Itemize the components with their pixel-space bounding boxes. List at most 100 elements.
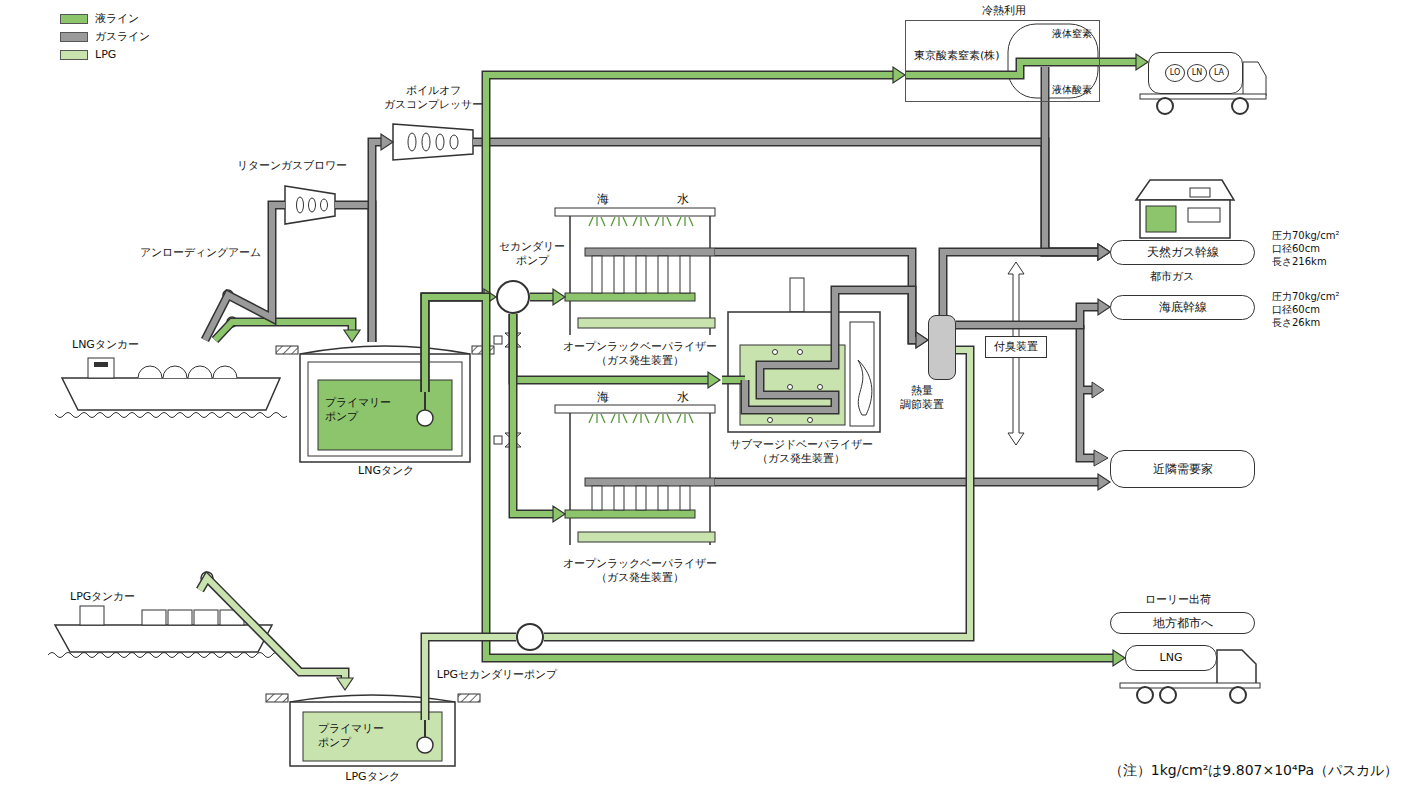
gas-branch-arrow <box>1092 382 1104 398</box>
node-label: 付臭装置 <box>994 340 1038 354</box>
tube-panel <box>614 256 624 293</box>
sprinkler-stroke <box>633 217 649 226</box>
sprinkler-stroke <box>589 217 605 226</box>
compressor-symbol <box>450 135 458 149</box>
tank-truck-drawing <box>1140 94 1266 99</box>
arrow-head <box>1136 54 1148 70</box>
arrow-heads <box>553 506 565 522</box>
pipe-stroke <box>1100 58 1137 67</box>
compressor-symbol <box>408 133 416 151</box>
tank-truck-drawing <box>1232 98 1248 114</box>
lng-tank-drawing <box>308 362 462 456</box>
arrow-heads <box>1113 650 1125 666</box>
compressor-symbol <box>393 124 473 160</box>
node-label: プライマリー ポンプ <box>318 722 390 750</box>
pipe-stroke <box>473 142 1099 252</box>
blower-symbol <box>321 199 328 211</box>
arrow-heads <box>916 332 928 348</box>
open-rack-vaporizer-drawing <box>569 216 571 335</box>
valve-symbol <box>494 336 502 344</box>
plain-label: ローリー出荷 <box>1145 593 1225 607</box>
arrow-head <box>1098 244 1110 260</box>
lpg-tanker-ship <box>48 652 280 662</box>
tube-panel <box>680 486 690 510</box>
plain-label: 海 <box>596 192 610 207</box>
legend-row: LPG <box>60 48 116 62</box>
lng-tank-drawing <box>276 346 494 462</box>
pipe-stroke <box>200 578 345 679</box>
pipe-stroke <box>882 290 917 340</box>
lng-tanker-ship <box>138 366 237 378</box>
pipe-stroke <box>513 314 554 514</box>
house-drawing <box>1188 208 1220 222</box>
primary-pump: プライマリー ポンプ <box>318 720 440 756</box>
compressor-symbol <box>393 124 473 160</box>
lng-tank-drawing <box>318 380 452 450</box>
legend-swatch <box>60 50 88 60</box>
lpg-tanker-ship <box>194 610 218 625</box>
pipe-stroke <box>200 578 345 679</box>
sprinkler-stroke <box>589 414 605 423</box>
arrow-heads <box>381 134 393 150</box>
gas-branch-arrow <box>1080 325 1108 466</box>
open-rack-vaporizer-drawing <box>565 293 695 301</box>
cold-energy-coil <box>905 24 1100 102</box>
submerged-vaporizer-drawing <box>850 322 874 426</box>
node-label: LNG <box>1160 651 1183 665</box>
secondary-pump: セカンダリー ポンプ <box>496 280 530 314</box>
compressor: ボイルオフ ガスコンプレッサー <box>393 124 473 160</box>
open-rack-vaporizer-drawing <box>709 216 711 335</box>
arrow-head <box>1113 650 1125 666</box>
legend-swatch <box>60 32 88 42</box>
calorific-adjuster: 熱量 調節装置 <box>928 315 956 380</box>
tube-panel <box>680 256 690 293</box>
blower: リターンガスブロワー <box>285 185 335 225</box>
submerged-vaporizer-drawing <box>808 418 813 423</box>
lpg-tank-drawing <box>266 694 288 702</box>
pipe-stroke <box>715 252 917 340</box>
lpg-tanker-ship <box>142 610 166 625</box>
lpg-tank-drawing <box>290 702 455 766</box>
open-rack-vaporizer-drawing <box>578 318 715 328</box>
lng-tanker-ship <box>88 358 114 378</box>
plain-label: 液体窒素 <box>1052 28 1094 41</box>
tube-panel <box>636 486 646 510</box>
tank-truck-drawing <box>1157 98 1173 114</box>
pipe-connector <box>882 290 928 348</box>
legend-text: LPG <box>95 48 116 62</box>
sprinkler-stroke <box>677 217 693 226</box>
node-label: ボイルオフ ガスコンプレッサー <box>381 84 485 112</box>
tube-panel <box>658 256 668 293</box>
node-label: 東京酸素窒素(株) <box>914 49 1032 63</box>
pipe-stroke <box>372 142 382 342</box>
arrow-head <box>381 134 393 150</box>
pipe-stroke <box>425 297 485 392</box>
submerged-vaporizer-drawing <box>773 350 778 355</box>
customer-box: 近隣需要家 <box>1110 450 1255 488</box>
node-label: 近隣需要家 <box>1153 462 1213 477</box>
pipe-connector <box>215 322 360 342</box>
plain-label: 海 <box>596 390 610 405</box>
node-label: LNGタンク <box>298 464 474 478</box>
pipe-connector <box>425 297 1125 666</box>
lpg-tanker-ship <box>168 610 192 625</box>
arrow-head <box>1098 244 1110 260</box>
pipe-stroke <box>956 307 1099 325</box>
lpg-tank: LPGタンク プライマリー ポンプ <box>285 690 460 786</box>
open-rack-vaporizer: オープンラックベーパライザー （ガス発生装置） <box>565 212 715 337</box>
tube-panel <box>636 256 646 293</box>
lng-tank: LNGタンクプライマリー ポンプ <box>298 342 474 480</box>
pipe-stroke <box>425 297 1114 658</box>
pipe-stroke <box>544 350 970 637</box>
submerged-vaporizer-drawing <box>858 360 872 415</box>
node-label: LPGタンク <box>285 770 460 784</box>
lng-tanker-ship <box>94 362 108 367</box>
pipe-connector <box>425 67 905 392</box>
pipe-connector <box>473 142 1110 260</box>
cold-energy-coil <box>905 62 1100 75</box>
submerged-vaporizer-drawing <box>790 278 804 312</box>
tank-truck-drawing <box>1243 62 1266 96</box>
submerged-vaporizer-drawing <box>768 418 773 423</box>
legend-swatch <box>60 14 88 24</box>
pipe-stroke <box>1045 102 1099 252</box>
